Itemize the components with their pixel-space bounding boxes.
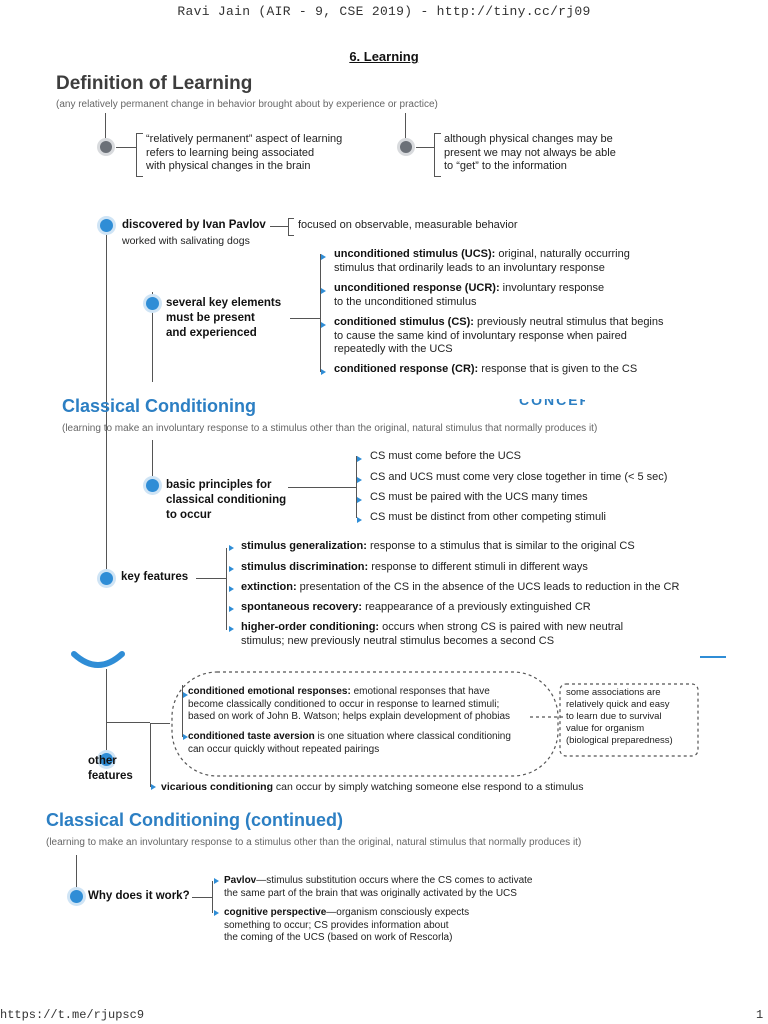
definition-subtitle: (any relatively permanent change in beha…: [56, 99, 438, 110]
principle-item: CS must come before the UCS: [370, 450, 522, 462]
key-features-label: key features: [121, 571, 189, 583]
connector: [416, 147, 434, 148]
key-feature-item: spontaneous recovery: reappearance of a …: [241, 601, 591, 613]
bracket: [288, 218, 294, 236]
arrow-icon: [321, 254, 326, 260]
conditioned-taste-aversion: conditioned taste aversion is one situat…: [188, 731, 511, 755]
arrow-icon: [183, 734, 188, 740]
connector: [116, 147, 136, 148]
connector: [356, 456, 357, 518]
arrow-icon: [229, 606, 234, 612]
page-header: Ravi Jain (AIR - 9, CSE 2019) - http://t…: [177, 4, 591, 19]
definition-right-note: although physical changes may be present…: [444, 133, 616, 172]
bullet-dot-icon: [146, 297, 159, 310]
key-feature-item: stimulus generalization: response to a s…: [241, 540, 635, 552]
arrow-icon: [183, 692, 188, 698]
arrow-icon: [357, 497, 362, 503]
biological-preparedness-note: some associations are relatively quick a…: [566, 687, 673, 746]
connector: [288, 487, 356, 488]
connector: [106, 230, 107, 570]
arrow-icon: [229, 626, 234, 632]
connector: [106, 440, 107, 578]
connector: [212, 881, 213, 913]
arrow-icon: [321, 369, 326, 375]
connector: [196, 578, 226, 579]
pavlov-explanation: Pavlov—stimulus substitution occurs wher…: [224, 875, 533, 899]
connector: [152, 440, 153, 482]
bullet-dot-icon: [100, 219, 113, 232]
definition-left-note: “relatively permanent” aspect of learnin…: [146, 133, 343, 172]
continued-heading: Classical Conditioning (continued): [46, 810, 343, 830]
principle-item: CS must be paired with the UCS many time…: [370, 491, 588, 503]
connector: [76, 855, 77, 895]
arrow-icon: [357, 517, 362, 523]
other-label-block: other features: [88, 755, 133, 782]
key-element-ucs: unconditioned stimulus (UCS): original, …: [334, 248, 630, 274]
dashed-aside-box: [559, 683, 699, 757]
connector: [405, 113, 406, 146]
arrow-icon: [321, 288, 326, 294]
connector: [182, 685, 183, 737]
footer-link[interactable]: https://t.me/rjupsc9: [0, 1008, 145, 1022]
connector: [150, 723, 151, 787]
bracket: [136, 133, 143, 177]
continued-subtitle: (learning to make an involuntary respons…: [46, 837, 582, 848]
decorative-arc: [71, 651, 125, 668]
pavlov-note: focused on observable, measurable behavi…: [298, 219, 518, 231]
principle-item: CS must be distinct from other competing…: [370, 511, 606, 523]
vicarious-conditioning: vicarious conditioning can occur by simp…: [161, 781, 584, 793]
why-does-it-work-label: Why does it work?: [88, 890, 190, 902]
connector: [106, 669, 107, 753]
arrow-icon: [229, 545, 234, 551]
pavlov-sublabel: worked with salivating dogs: [122, 235, 250, 247]
bracket: [434, 133, 441, 177]
connector: [152, 292, 153, 382]
page-number: 1: [756, 1008, 764, 1022]
key-element-cs: conditioned stimulus (CS): previously ne…: [334, 316, 664, 355]
page-title: 6. Learning: [349, 49, 419, 64]
connector: [320, 254, 321, 372]
connector: [106, 722, 150, 723]
connector: [290, 318, 320, 319]
conditioned-emotional-responses: conditioned emotional responses: emotion…: [188, 686, 511, 722]
connector: [150, 723, 170, 724]
definition-heading: Definition of Learning: [56, 73, 253, 94]
bullet-dot-icon: [400, 141, 412, 153]
cognitive-perspective-explanation: cognitive perspective—organism conscious…: [224, 907, 470, 943]
decorative-line: [700, 648, 726, 658]
key-feature-item: stimulus discrimination: response to dif…: [241, 561, 588, 573]
connector: [270, 226, 288, 227]
arrow-icon: [151, 784, 156, 790]
arrow-icon: [214, 910, 219, 916]
classical-heading: Classical Conditioning: [62, 396, 257, 416]
key-feature-item: higher-order conditioning: occurs when s…: [241, 621, 624, 647]
bullet-dot-icon: [100, 753, 113, 766]
classical-subtitle: (learning to make an involuntary respons…: [62, 423, 598, 434]
bullet-dot-icon: [70, 890, 83, 903]
concept-map-fragment: CONCEPT MAP: [519, 399, 585, 408]
principles-label: basic principles for classical condition…: [166, 479, 287, 521]
key-element-ucr: unconditioned response (UCR): involuntar…: [334, 282, 605, 308]
dashed-group-outline: [171, 671, 559, 777]
connector: [226, 548, 227, 630]
pavlov-label: discovered by Ivan Pavlov: [122, 219, 266, 231]
arrow-icon: [357, 477, 362, 483]
arrow-icon: [229, 566, 234, 572]
arrow-icon: [357, 456, 362, 462]
key-element-cr: conditioned response (CR): response that…: [334, 363, 638, 375]
connector: [192, 897, 212, 898]
arrow-icon: [321, 322, 326, 328]
bullet-dot-icon: [146, 479, 159, 492]
connector: [105, 113, 106, 146]
bullet-dot-icon: [100, 141, 112, 153]
arrow-icon: [214, 878, 219, 884]
key-elements-label: several key elements must be present and…: [166, 297, 282, 339]
principle-item: CS and UCS must come very close together…: [370, 471, 668, 483]
key-feature-item: extinction: presentation of the CS in th…: [241, 581, 680, 593]
arrow-icon: [229, 586, 234, 592]
bullet-dot-icon: [100, 572, 113, 585]
